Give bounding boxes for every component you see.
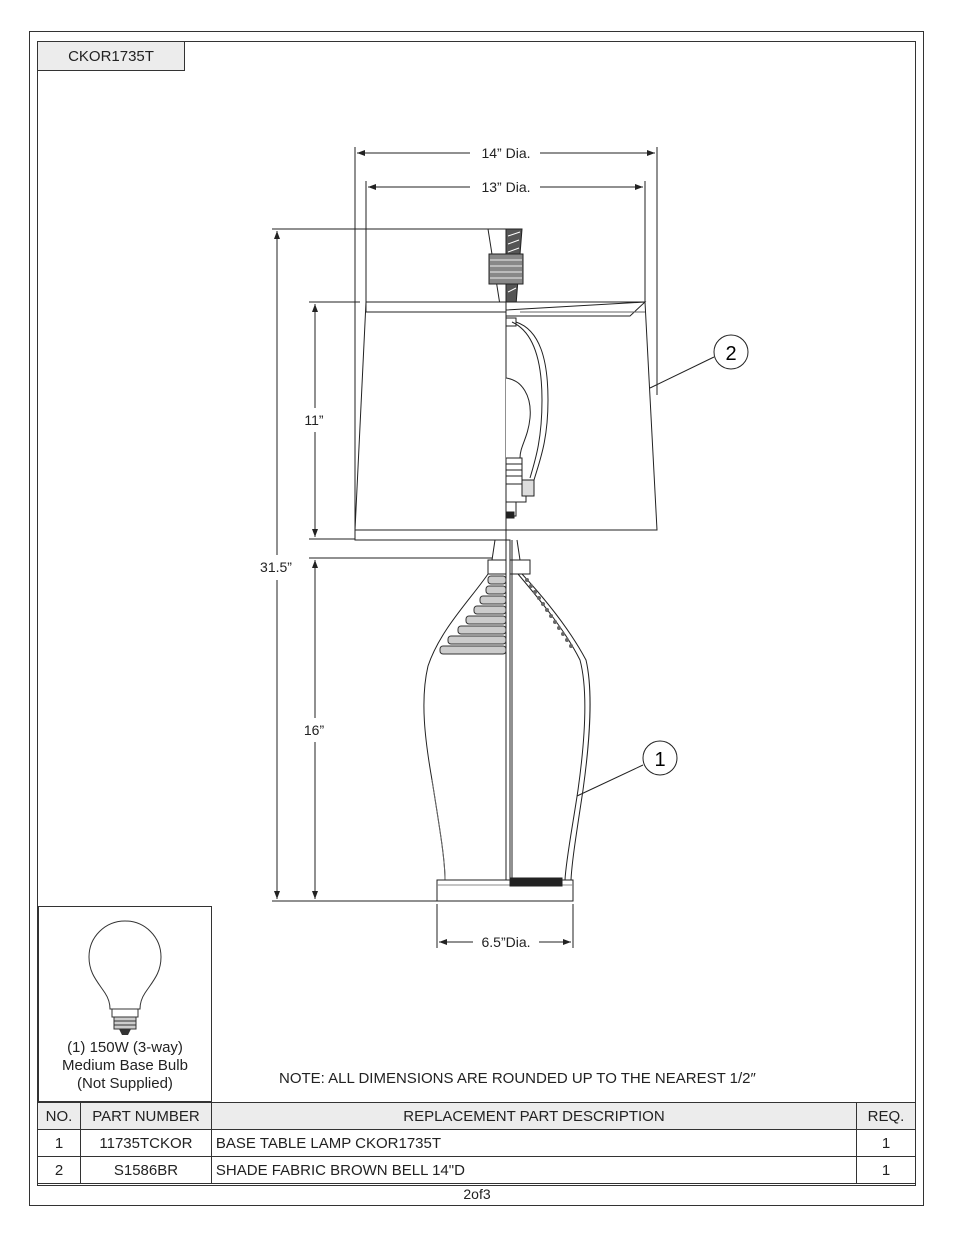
bulb-base-type: Medium Base Bulb [62,1057,188,1074]
header-description: REPLACEMENT PART DESCRIPTION [210,1102,858,1130]
table-row: 1 11735TCKOR BASE TABLE LAMP CKOR1735T 1 [37,1129,916,1157]
dim-shade-height [309,301,360,540]
dim-shade-bottom [365,181,646,302]
dim-shade-height-label: 11” [304,412,324,428]
table-header-row: NO. PART NUMBER REPLACEMENT PART DESCRIP… [37,1102,916,1130]
outer-border [29,31,924,1206]
callout-1-label: 1 [654,749,665,771]
row-description: SHADE FABRIC BROWN BELL 14"D [210,1156,858,1184]
row-no: 2 [37,1156,81,1184]
page-number: 2of3 [463,1186,491,1202]
header-req: REQ. [856,1102,916,1130]
dim-shade-bottom-label: 13” Dia. [481,179,530,195]
table-row: 2 S1586BR SHADE FABRIC BROWN BELL 14"D 1 [37,1156,916,1184]
dim-shade-top [354,147,658,540]
row-req: 1 [856,1156,916,1184]
row-description: BASE TABLE LAMP CKOR1735T [210,1129,858,1157]
header-no: NO. [37,1102,81,1130]
lamp-base [423,573,591,902]
row-req: 1 [856,1129,916,1157]
callout-2-label: 2 [725,343,736,365]
bulb-icon [88,920,162,1035]
bulb-info-box: (1) 150W (3-way) Medium Base Bulb (Not S… [38,906,212,1102]
row-part-number: 11735TCKOR [79,1129,212,1157]
bulb-not-supplied: (Not Supplied) [77,1075,173,1092]
callout-2: 2 [649,334,749,389]
row-no: 1 [37,1129,81,1157]
row-part-number: S1586BR [79,1156,212,1184]
dim-overall-height-label: 31.5” [260,559,292,575]
header-part-number: PART NUMBER [79,1102,212,1130]
drawing-frame [37,41,916,1186]
dim-shade-top-label: 14” Dia. [481,145,530,161]
dim-base-height-label: 16” [304,722,325,738]
dim-base-width [436,904,574,948]
harp-and-bulb [505,317,549,519]
dim-base-height [309,557,492,899]
dim-overall-height [272,228,488,902]
finial [487,228,524,306]
bulb-wattage: (1) 150W (3-way) [67,1039,183,1056]
dim-base-width-label: 6.5”Dia. [481,934,530,950]
dimensions-note: NOTE: ALL DIMENSIONS ARE ROUNDED UP TO T… [279,1070,756,1087]
parts-table: NO. PART NUMBER REPLACEMENT PART DESCRIP… [37,1102,916,1184]
callout-1: 1 [576,740,678,797]
model-code-label: CKOR1735T [37,41,185,71]
